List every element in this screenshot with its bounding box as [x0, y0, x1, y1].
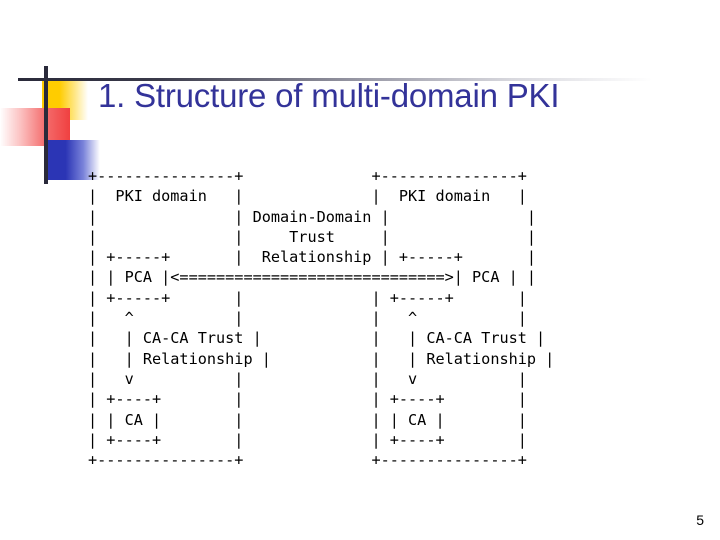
decoration-vertical-line	[44, 66, 48, 184]
page-title: 1. Structure of multi-domain PKI	[98, 77, 560, 114]
page-number: 5	[696, 512, 704, 528]
slide-decoration	[0, 60, 120, 184]
decoration-blue-square	[48, 140, 100, 180]
title-underline-rule	[18, 78, 652, 81]
pki-multi-domain-ascii-diagram: +---------------+ +---------------+ | PK…	[88, 167, 555, 470]
decoration-red-square	[0, 108, 70, 146]
